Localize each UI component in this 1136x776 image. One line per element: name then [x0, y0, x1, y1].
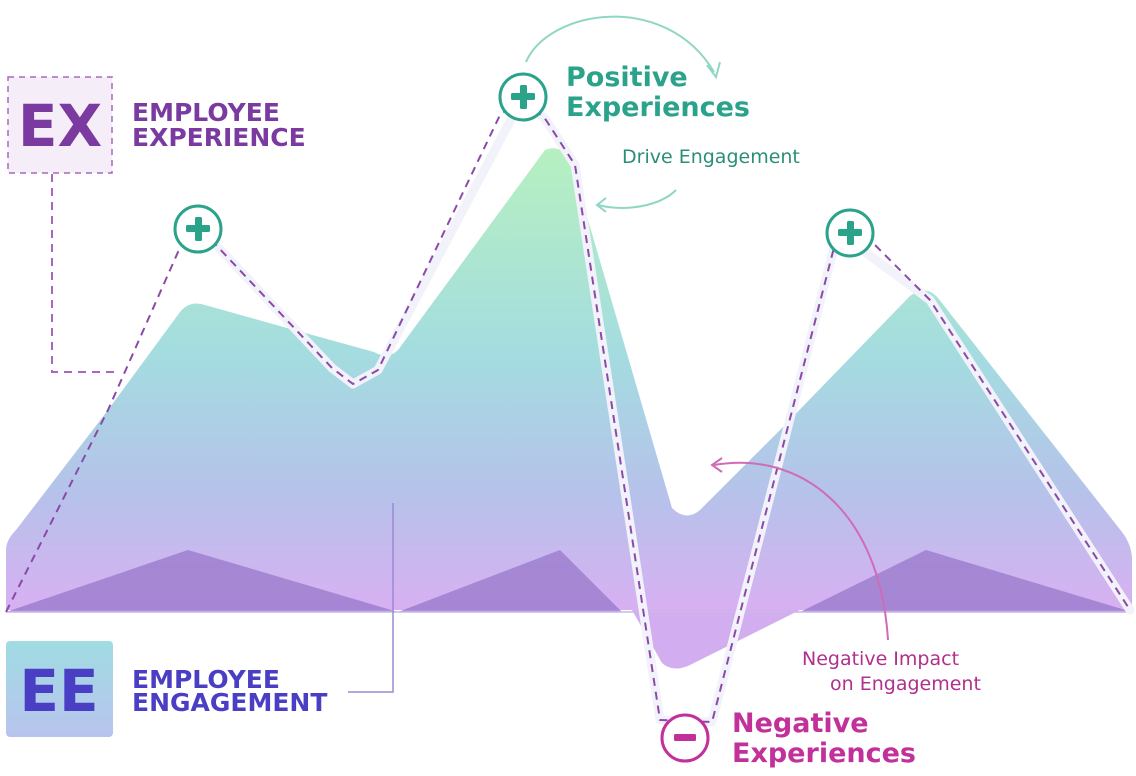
- ee-box: [6, 641, 113, 737]
- ex-label-line1: EMPLOYEE: [132, 98, 280, 127]
- positive-title-line2: Experiences: [566, 92, 750, 123]
- minus-circle-icon: [660, 713, 710, 763]
- plus-circle-icon: [173, 204, 223, 254]
- positive-arrowhead: [706, 61, 721, 80]
- ex-connector: [51, 174, 120, 373]
- engagement-base-band: [6, 550, 1132, 612]
- negative-arrow: [713, 461, 889, 641]
- ex-box: [7, 76, 113, 174]
- positive-arrow: [525, 15, 715, 73]
- ex-abbr: EX: [18, 92, 102, 160]
- ee-abbr: EE: [19, 657, 98, 725]
- drive-arrowhead: [595, 197, 607, 213]
- ee-label-line1: EMPLOYEE: [132, 665, 280, 694]
- drive-engagement-note: Drive Engagement: [622, 146, 800, 168]
- negative-arrowhead: [710, 457, 723, 473]
- ex-label-line2: EXPERIENCE: [132, 123, 306, 152]
- drive-arrow: [597, 189, 677, 209]
- negative-title-line2: Experiences: [732, 738, 916, 769]
- negative-note-line2: on Engagement: [830, 673, 981, 695]
- engagement-area: [6, 148, 1132, 610]
- negative-title-line1: Negative: [732, 708, 869, 739]
- negative-note-line1: Negative Impact: [802, 648, 959, 670]
- ee-connector: [348, 503, 394, 693]
- plus-circle-icon: [498, 72, 548, 122]
- ee-label-line2: ENGAGEMENT: [132, 688, 327, 717]
- plus-circle-icon: [825, 208, 875, 258]
- engagement-dip: [632, 610, 800, 669]
- positive-title-line1: Positive: [566, 62, 688, 93]
